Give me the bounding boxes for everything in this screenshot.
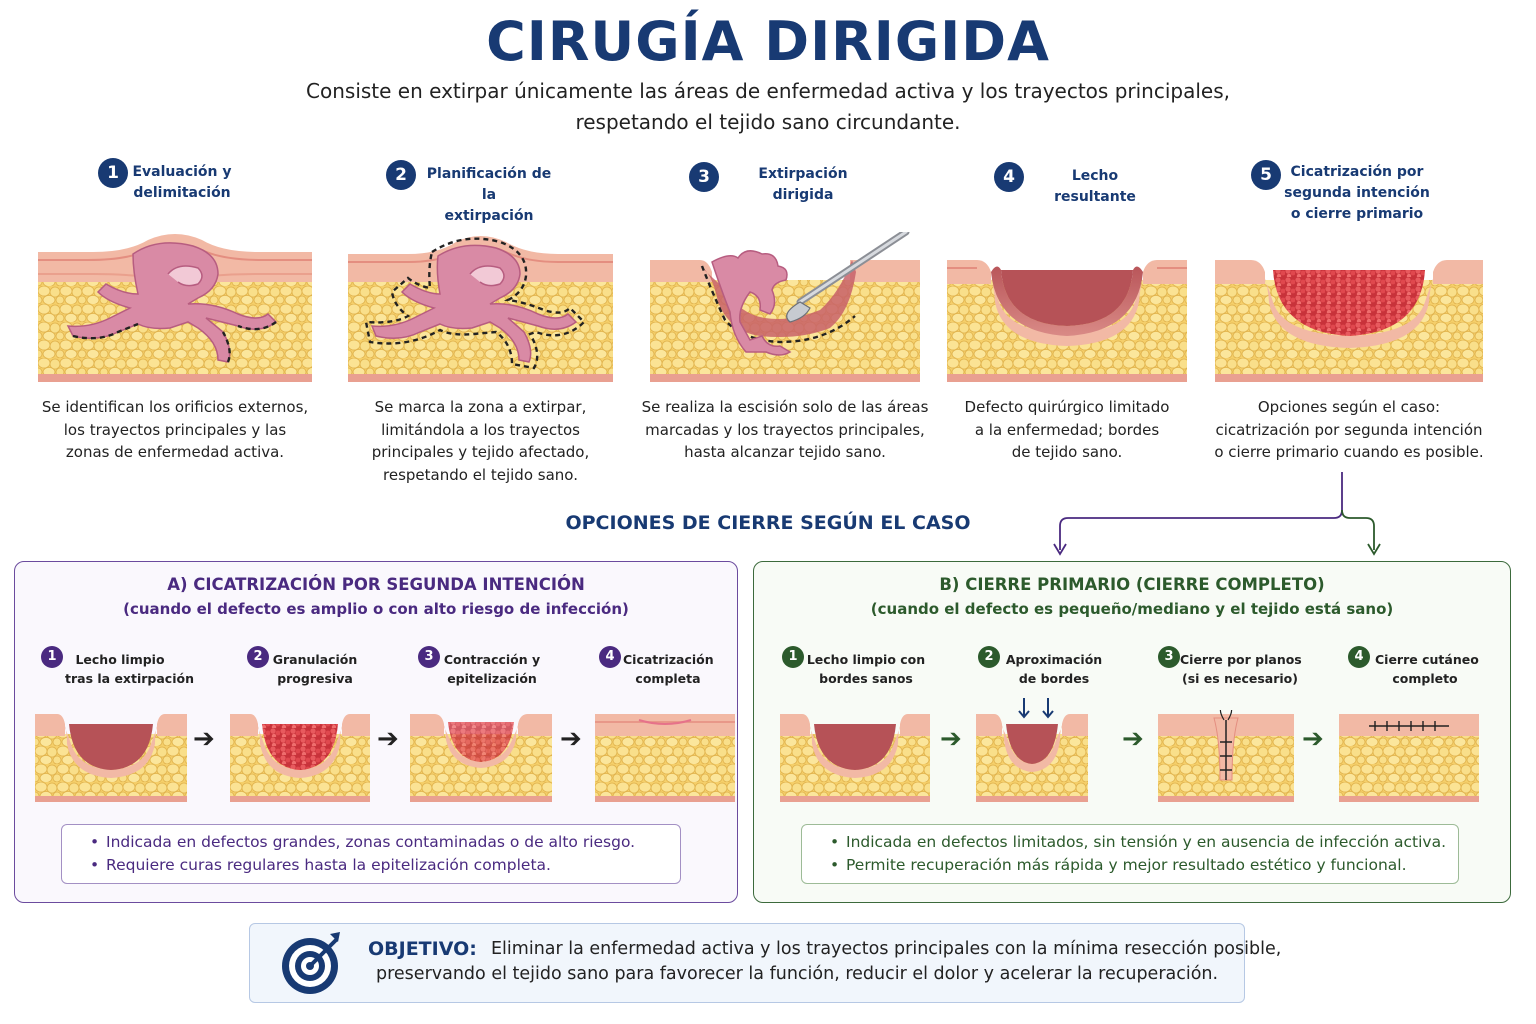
mini-illustration-layered-closure [1158,710,1294,802]
notes-box: Indicada en defectos grandes, zonas cont… [61,824,681,884]
step-number: 1 [98,158,128,188]
substep-number: 3 [1158,646,1180,668]
arrow-right-icon: ➔ [377,724,399,754]
panel-secondary-intention: A) CICATRIZACIÓN POR SEGUNDA INTENCIÓN (… [14,561,738,903]
substep-number: 1 [41,646,63,668]
note-item: Indicada en defectos grandes, zonas cont… [90,831,680,854]
mini-illustration-healed [595,714,735,802]
arrow-right-icon: ➔ [1122,724,1144,754]
page-subtitle: Consiste en extirpar únicamente las área… [218,76,1318,138]
step-description: Se realiza la escisión solo de las áreas… [641,398,929,461]
objective-box: OBJETIVO: Eliminar la enfermedad activa … [249,923,1281,1003]
step-description: Se marca la zona a extirpar,limitándola … [371,398,590,484]
step-number: 2 [386,160,416,190]
tissue-illustration-excision [650,232,920,382]
step-description: Se identifican los orificios externos,lo… [41,398,309,461]
branch-arrow [1053,472,1381,556]
mini-illustration-contraction [410,714,552,802]
subtitle-line-2: respetando el tejido sano circundante. [575,110,961,134]
step-title: Extirpación dirigida [758,166,848,203]
subtitle-line-1: Consiste en extirpar únicamente las área… [306,79,1230,103]
mini-illustration-skin-closure [1339,714,1479,802]
panel-subtitle: (cuando el defecto es amplio o con alto … [123,600,629,618]
mini-illustration-granulation [230,714,370,802]
note-item: Requiere curas regulares hasta la epitel… [90,854,680,877]
options-title: OPCIONES DE CIERRE SEGÚN EL CASO [565,512,971,534]
panel-primary-closure: B) CIERRE PRIMARIO (CIERRE COMPLETO) (cu… [753,561,1511,903]
tissue-illustration-bed [947,260,1187,382]
tissue-illustration-affected [38,234,312,382]
substep-number: 2 [247,646,269,668]
panel-title: A) CICATRIZACIÓN POR SEGUNDA INTENCIÓN [167,575,585,594]
step-description: Opciones según el caso:cicatrización por… [1214,398,1484,461]
page-title: CIRUGÍA DIRIGIDA [486,10,1050,73]
substep-label: Cierre por planos(si es necesario) [1180,652,1302,686]
panel-subtitle: (cuando el defecto es pequeño/mediano y … [870,600,1394,618]
panel-title: B) CIERRE PRIMARIO (CIERRE COMPLETO) [939,575,1325,594]
arrow-down-icon [1018,698,1054,719]
objective-text-line-1: Eliminar la enfermedad activa y los tray… [491,939,1282,959]
step-number: 4 [994,162,1024,192]
tissue-illustration-marked [348,236,613,382]
objective-text-line-2: preservando el tejido sano para favorece… [376,964,1219,984]
mini-illustration-approximation [976,714,1088,802]
substep-number: 3 [418,646,440,668]
substep-number: 1 [782,646,804,668]
arrow-right-icon: ➔ [940,724,962,754]
tissue-illustration-granulation [1215,260,1483,382]
substep-number: 4 [1348,646,1370,668]
arrow-right-icon: ➔ [193,724,215,754]
objective-label: OBJETIVO: [368,938,477,960]
mini-illustration-clean-bed [35,714,187,802]
notes-box: Indicada en defectos limitados, sin tens… [801,824,1459,884]
step-header: 4 Lecho resultante [947,160,1187,230]
arrow-right-icon: ➔ [560,724,582,754]
step-title: Lecho resultante [1054,168,1136,205]
note-item: Indicada en defectos limitados, sin tens… [830,831,1458,854]
mini-illustration-clean-bed [780,714,930,802]
substep-number: 4 [599,646,621,668]
note-item: Permite recuperación más rápida y mejor … [830,854,1458,877]
step-number: 3 [689,162,719,192]
arrow-right-icon: ➔ [1302,724,1324,754]
target-icon [282,932,340,994]
step-number: 5 [1251,160,1281,190]
step-header: 3 Extirpación dirigida [650,160,920,230]
substep-number: 2 [978,646,1000,668]
